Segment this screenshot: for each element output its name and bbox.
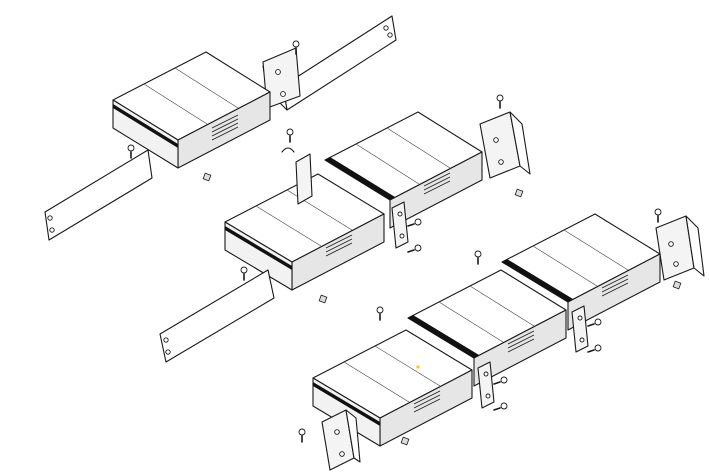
screw-row-1-b xyxy=(127,144,135,159)
vent-grille-row-1 xyxy=(211,114,239,141)
nut-row-3-b xyxy=(400,436,410,446)
screw-row-3-b xyxy=(474,250,482,265)
screw-row-3-e xyxy=(587,344,602,353)
screw-row-2-b xyxy=(496,94,504,109)
screw-row-2-e xyxy=(240,266,248,281)
module-row-3-c xyxy=(501,213,661,331)
nut-row-1 xyxy=(202,172,212,182)
vent-grille-row-3-c xyxy=(601,274,629,297)
side-bracket-left-row-2 xyxy=(281,147,313,205)
module-row-2-a xyxy=(224,173,385,291)
screw-row-3-g xyxy=(493,402,508,411)
screw-row-2-a xyxy=(286,128,294,143)
vent-grille-row-2-b xyxy=(423,172,451,195)
nut-row-3-a xyxy=(672,280,682,290)
screw-row-3-f xyxy=(493,376,508,385)
end-bracket-right-row-2 xyxy=(479,111,531,179)
nut-row-2-a xyxy=(514,188,524,198)
vent-grille-row-2-a xyxy=(325,234,353,257)
rack-ear-left-row-2 xyxy=(159,269,275,363)
screw-row-3-c xyxy=(376,306,384,321)
rotation-arrow-icon xyxy=(281,147,295,153)
vent-grille-row-3-b xyxy=(507,330,535,353)
joining-bracket-row-3-a xyxy=(571,305,589,353)
row-3-assembly xyxy=(298,208,705,471)
module-row-1 xyxy=(112,51,271,169)
module-row-2-b xyxy=(324,111,483,229)
row-2-assembly xyxy=(159,94,531,363)
front-bracket-left-row-3 xyxy=(321,409,361,471)
joining-bracket-row-2 xyxy=(391,201,409,249)
vent-grille-row-3-a xyxy=(413,390,441,413)
joining-bracket-row-3-b xyxy=(477,361,495,409)
screw-row-1-a xyxy=(292,40,300,55)
row-1-assembly xyxy=(44,15,397,241)
highlight-marker xyxy=(416,365,420,369)
rack-ear-left-row-1 xyxy=(44,149,153,241)
screw-row-3-a xyxy=(654,208,662,223)
screw-row-2-c xyxy=(407,218,422,227)
screw-row-3-d xyxy=(587,318,602,327)
screw-row-2-d xyxy=(407,244,422,253)
nut-row-2-b xyxy=(318,294,328,304)
module-row-3-a xyxy=(312,329,473,447)
module-row-3-b xyxy=(407,269,567,387)
end-bracket-right-row-3 xyxy=(655,215,705,281)
screw-row-3-h xyxy=(298,428,306,443)
